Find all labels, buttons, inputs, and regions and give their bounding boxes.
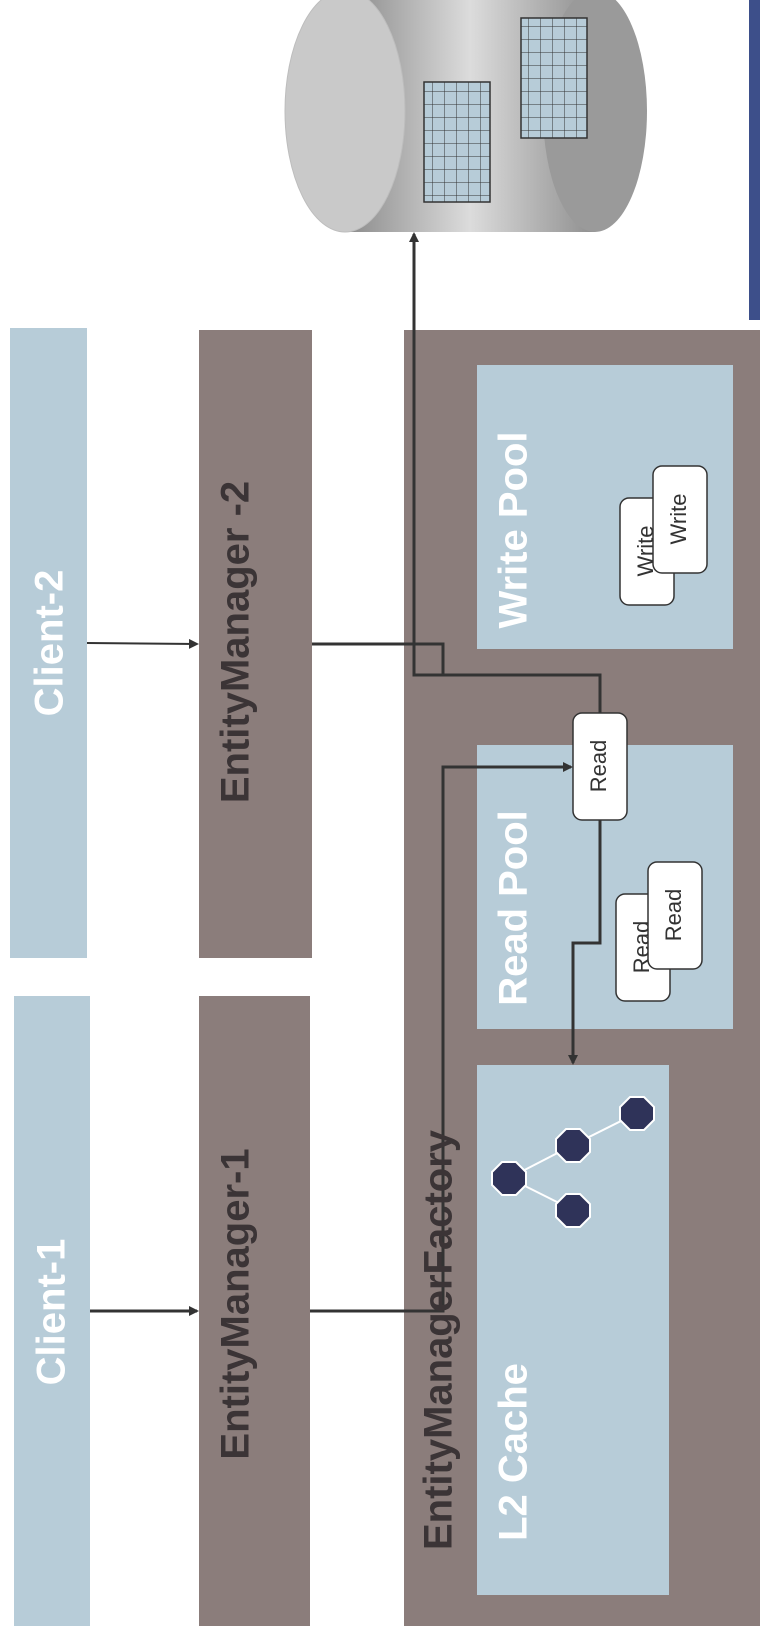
cache-tree-icon bbox=[491, 1096, 655, 1228]
table-grid-icon bbox=[520, 17, 588, 139]
arrow-client2-to-em2 bbox=[86, 638, 199, 649]
l2-cache-title: L2 Cache bbox=[492, 1363, 536, 1541]
read-connection-b: Read bbox=[647, 861, 703, 970]
arrow-em1-to-read-connection bbox=[310, 762, 573, 1313]
client-2-label: Client-2 bbox=[28, 570, 72, 717]
write-pool-title: Write Pool bbox=[492, 431, 536, 628]
entity-manager-1-box bbox=[199, 996, 310, 1626]
client-1-label: Client-1 bbox=[30, 1239, 74, 1386]
write-connection-b: Write bbox=[652, 465, 708, 574]
read-pool-title: Read Pool bbox=[492, 810, 536, 1006]
svg-text:Write: Write bbox=[666, 494, 691, 545]
read-connection-active: Read bbox=[572, 712, 628, 821]
svg-text:Read: Read bbox=[586, 740, 611, 793]
database-cylinder-icon bbox=[284, 0, 647, 233]
arrow-read-to-l2-cache bbox=[568, 820, 602, 1065]
client-2-box bbox=[10, 328, 87, 958]
client-1-box bbox=[14, 996, 90, 1626]
entity-manager-2-label: EntityManager -2 bbox=[214, 481, 258, 803]
table-grid-icon bbox=[423, 81, 491, 203]
database-side-bar bbox=[749, 0, 760, 320]
svg-text:Read: Read bbox=[661, 889, 686, 942]
line-read-connection-to-database-path bbox=[414, 673, 602, 713]
entity-manager-2-box bbox=[199, 330, 312, 958]
entity-manager-1-label: EntityManager-1 bbox=[214, 1148, 258, 1459]
entity-manager-factory-title: EntityManagerFactory bbox=[417, 1129, 461, 1550]
